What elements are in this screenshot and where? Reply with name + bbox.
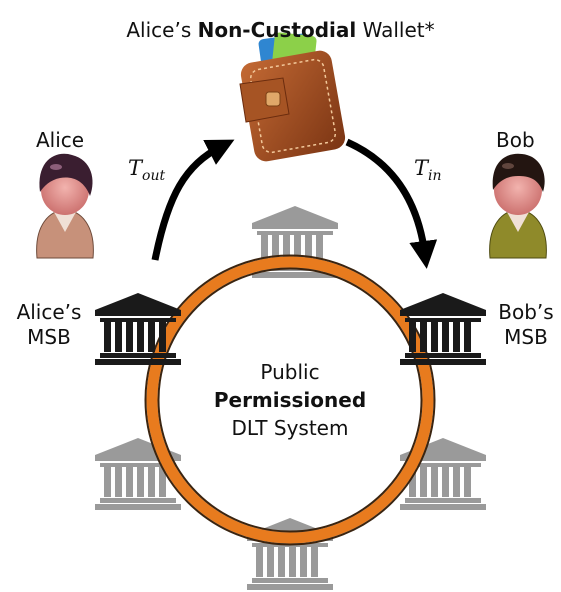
msb-nodes-active: [95, 293, 486, 365]
bob-msb-label-line1: Bob’s: [498, 300, 554, 324]
bob-name: Bob: [496, 128, 535, 152]
alice-avatar-icon: [36, 153, 94, 259]
alice-msb-label-line1: Alice’s: [16, 300, 82, 324]
bob-msb-label-line2: MSB: [504, 325, 548, 349]
wallet-title-bold: Non-Custodial: [197, 18, 357, 42]
alice-msb-label: Alice’s MSB: [14, 300, 84, 350]
t-in-label: Tin: [414, 156, 442, 189]
dlt-label-line3: DLT System: [231, 416, 349, 440]
wallet-title-suffix: Wallet*: [356, 18, 435, 42]
t-out-label: Tout: [128, 156, 165, 189]
wallet-title: Alice’s Non-Custodial Wallet*: [0, 18, 561, 43]
alice-msb-label-line2: MSB: [27, 325, 71, 349]
dlt-label: Public Permissioned DLT System: [190, 358, 390, 442]
t-in-subscript: in: [428, 168, 442, 184]
bob-msb-label: Bob’s MSB: [494, 300, 558, 350]
alice-name: Alice: [36, 128, 85, 152]
t-in-symbol: T: [414, 156, 429, 180]
dlt-ring-outer-edge: [144, 254, 436, 546]
dlt-ring: [146, 256, 434, 544]
dlt-label-line1: Public: [260, 360, 320, 384]
dlt-ring-inner-edge: [157, 267, 423, 533]
arrow-t-out: [151, 139, 235, 261]
arrow-t-in: [345, 138, 438, 269]
wallet-icon: [239, 32, 346, 162]
t-out-subscript: out: [142, 168, 166, 184]
wallet-title-prefix: Alice’s: [126, 18, 198, 42]
dlt-label-line2: Permissioned: [213, 388, 367, 412]
bob-avatar-icon: [489, 153, 547, 259]
t-out-symbol: T: [128, 156, 143, 180]
bob-msb-bank-icon: [400, 293, 486, 365]
